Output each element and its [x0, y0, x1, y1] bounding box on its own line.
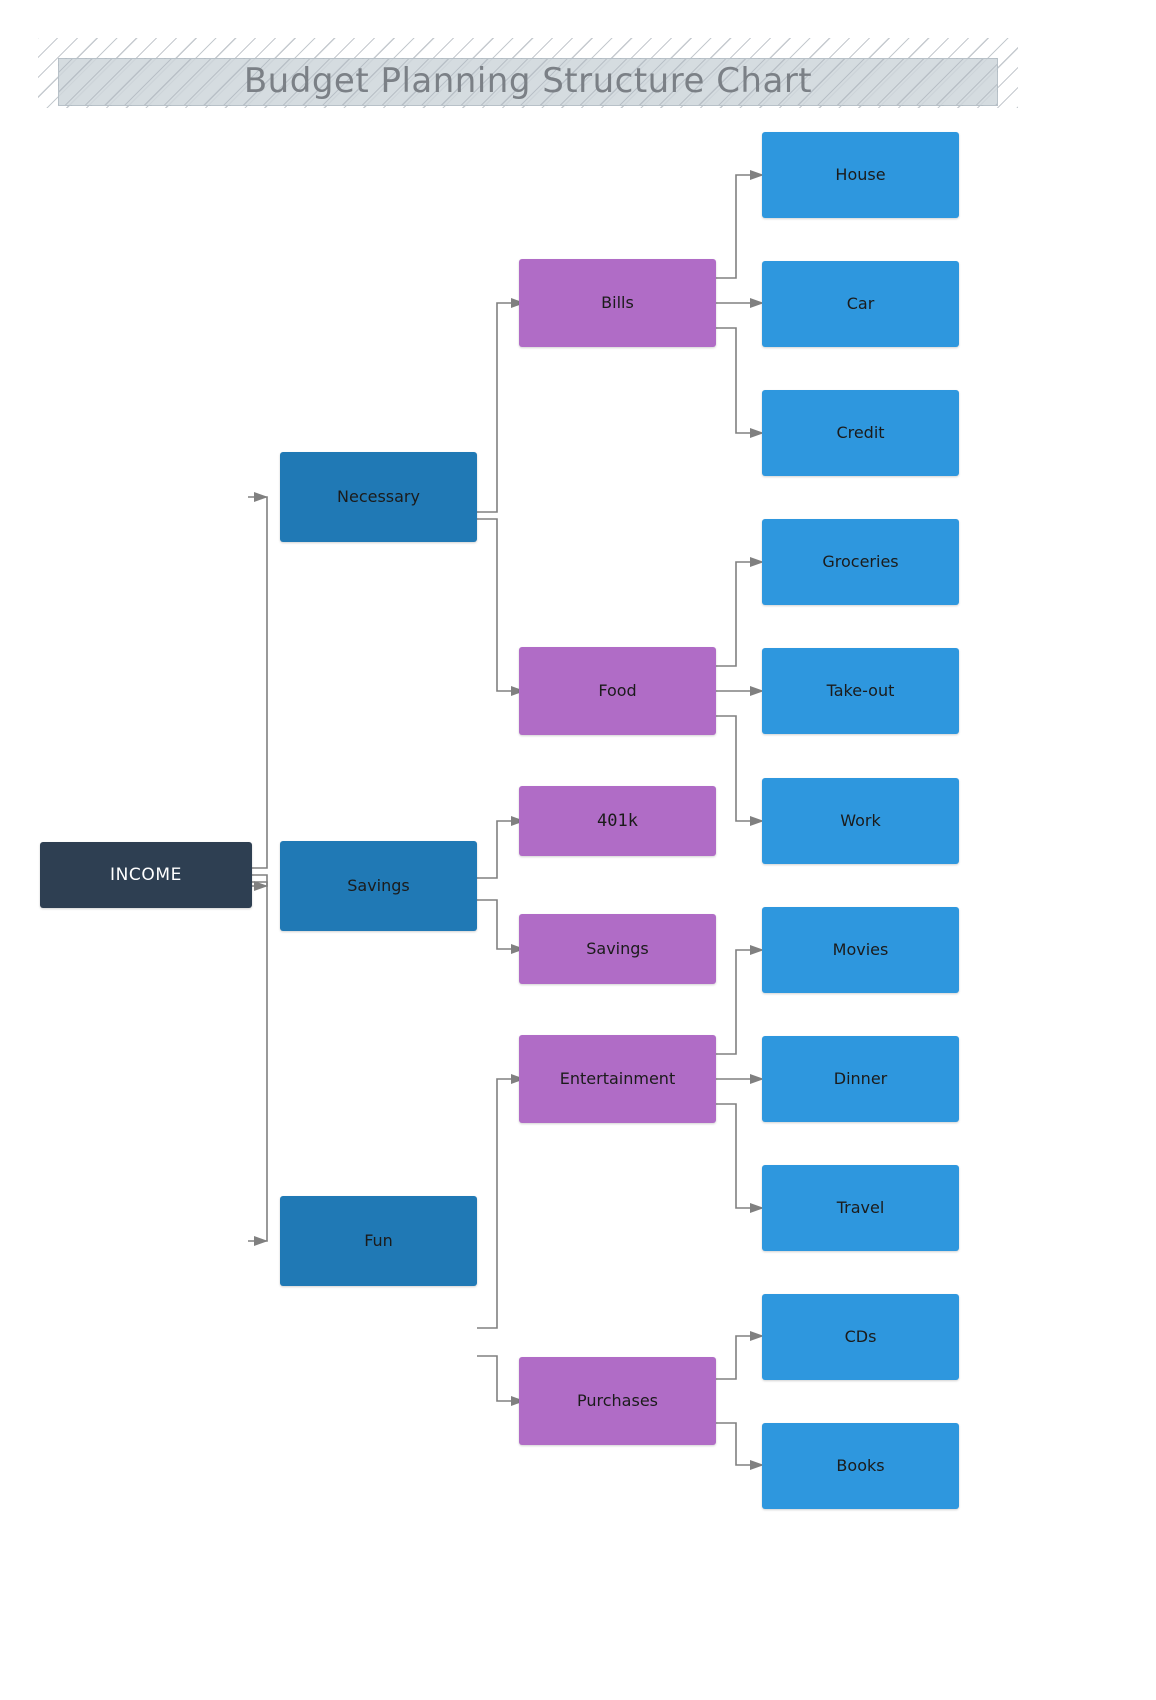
node-takeout[interactable]: Take-out	[762, 648, 959, 734]
node-savings-level2-label: Savings	[586, 939, 649, 959]
node-travel-label: Travel	[836, 1198, 885, 1218]
node-dinner-label: Dinner	[833, 1069, 888, 1089]
node-fun[interactable]: Fun	[280, 1196, 477, 1286]
node-income[interactable]: INCOME	[40, 842, 252, 908]
node-groceries-label: Groceries	[822, 552, 899, 572]
node-entertainment[interactable]: Entertainment	[519, 1035, 716, 1123]
edge-savings-401k	[477, 820, 512, 879]
edge-income-fun	[248, 881, 268, 1242]
node-bills[interactable]: Bills	[519, 259, 716, 347]
node-work-label: Work	[840, 811, 881, 831]
node-cds-label: CDs	[844, 1327, 877, 1347]
node-cds[interactable]: CDs	[762, 1294, 959, 1380]
node-purchases[interactable]: Purchases	[519, 1357, 716, 1445]
arrowhead-savings	[254, 881, 268, 891]
edge-purchases-cds	[716, 1335, 751, 1380]
node-food-label: Food	[598, 681, 637, 701]
node-entertainment-label: Entertainment	[559, 1069, 676, 1089]
node-dinner[interactable]: Dinner	[762, 1036, 959, 1122]
page-title: Budget Planning Structure Chart	[243, 61, 813, 101]
edge-income-necessary	[248, 496, 268, 869]
node-necessary[interactable]: Necessary	[280, 452, 477, 542]
node-movies[interactable]: Movies	[762, 907, 959, 993]
node-savings-level2[interactable]: Savings	[519, 914, 716, 984]
node-movies-label: Movies	[832, 940, 889, 960]
node-401k[interactable]: 401k	[519, 786, 716, 856]
node-necessary-label: Necessary	[337, 487, 420, 507]
edge-fun-purchases	[477, 1355, 512, 1402]
node-bills-label: Bills	[601, 293, 634, 313]
arrowhead-necessary	[254, 492, 268, 502]
node-fun-label: Fun	[364, 1231, 393, 1251]
edge-food-groceries	[716, 561, 751, 667]
edge-entertainment-travel	[716, 1103, 751, 1209]
node-income-label: INCOME	[110, 864, 182, 885]
title-banner-fill	[58, 58, 998, 106]
edge-bills-credit	[716, 327, 751, 434]
node-house-label: House	[835, 165, 886, 185]
node-takeout-label: Take-out	[826, 681, 895, 701]
node-groceries[interactable]: Groceries	[762, 519, 959, 605]
node-books-label: Books	[836, 1456, 885, 1476]
node-books[interactable]: Books	[762, 1423, 959, 1509]
node-savings-level1-label: Savings	[347, 876, 410, 896]
node-food[interactable]: Food	[519, 647, 716, 735]
node-purchases-label: Purchases	[577, 1391, 658, 1411]
edge-fun-entertainment	[477, 1078, 512, 1329]
edge-necessary-bills	[477, 302, 512, 513]
node-savings-level1[interactable]: Savings	[280, 841, 477, 931]
edge-necessary-food	[477, 518, 512, 692]
edge-savings-savings2	[477, 899, 512, 950]
node-travel[interactable]: Travel	[762, 1165, 959, 1251]
node-work[interactable]: Work	[762, 778, 959, 864]
node-car-label: Car	[846, 294, 875, 314]
arrowhead-fun	[254, 1236, 268, 1246]
node-house[interactable]: House	[762, 132, 959, 218]
edge-purchases-books	[716, 1422, 751, 1466]
edge-entertainment-movies	[716, 949, 751, 1055]
node-401k-label: 401k	[597, 810, 638, 831]
edge-bills-house	[716, 174, 751, 279]
node-car[interactable]: Car	[762, 261, 959, 347]
node-credit[interactable]: Credit	[762, 390, 959, 476]
node-credit-label: Credit	[836, 423, 885, 443]
edge-food-work	[716, 715, 751, 822]
